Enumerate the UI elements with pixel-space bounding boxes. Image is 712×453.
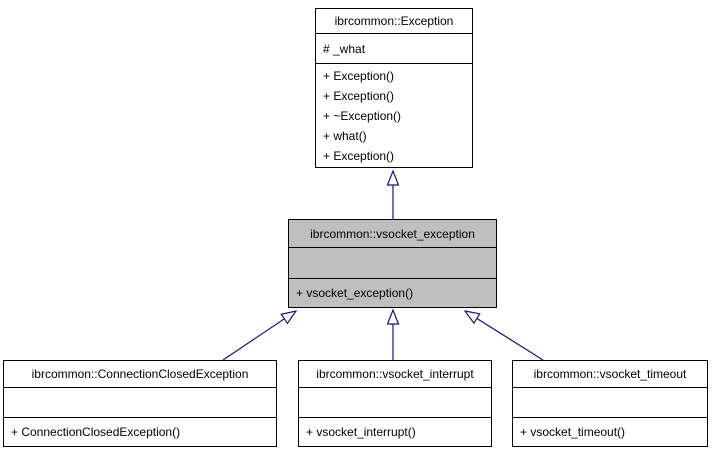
method-label: + vsocket_interrupt() (306, 425, 416, 439)
edge-vsocket-timeout-to-vsocket-exception (465, 311, 544, 361)
methods-compartment: + vsocket_interrupt() (299, 418, 491, 446)
class-ibrcommon-vsocket-exception[interactable]: ibrcommon::vsocket_exception + vsocket_e… (288, 219, 497, 308)
attributes-compartment (4, 388, 276, 418)
class-title: ibrcommon::vsocket_timeout (513, 361, 707, 388)
class-ibrcommon-vsocket-interrupt[interactable]: ibrcommon::vsocket_interrupt + vsocket_i… (298, 360, 492, 447)
method-label: + what() (323, 128, 367, 143)
methods-compartment: + vsocket_timeout() (513, 418, 707, 446)
class-title: ibrcommon::Exception (316, 9, 472, 34)
method-label: + ConnectionClosedException() (11, 425, 181, 439)
class-ibrcommon-connection-closed-exception[interactable]: ibrcommon::ConnectionClosedException + C… (3, 360, 277, 447)
attributes-compartment: # _what (316, 34, 472, 64)
method-label: + Exception() (323, 68, 395, 83)
method-label: + Exception() (323, 88, 395, 103)
methods-compartment: + vsocket_exception() (289, 279, 496, 307)
class-title: ibrcommon::ConnectionClosedException (4, 361, 276, 388)
method-label: + ~Exception() (323, 108, 402, 123)
class-title: ibrcommon::vsocket_exception (289, 220, 496, 248)
attribute-label: # _what (323, 41, 366, 56)
attributes-compartment (289, 248, 496, 279)
class-ibrcommon-vsocket-timeout[interactable]: ibrcommon::vsocket_timeout + vsocket_tim… (512, 360, 708, 447)
edge-connection-closed-to-vsocket-exception (222, 311, 296, 361)
class-ibrcommon-exception[interactable]: ibrcommon::Exception # _what + Exception… (315, 8, 473, 168)
attributes-compartment (513, 388, 707, 418)
methods-compartment: + Exception() + Exception() + ~Exception… (316, 64, 472, 167)
attributes-compartment (299, 388, 491, 418)
method-label: + vsocket_exception() (296, 286, 414, 300)
method-label: + vsocket_timeout() (520, 425, 626, 439)
method-label: + Exception() (323, 148, 395, 163)
methods-compartment: + ConnectionClosedException() (4, 418, 276, 446)
class-title: ibrcommon::vsocket_interrupt (299, 361, 491, 388)
